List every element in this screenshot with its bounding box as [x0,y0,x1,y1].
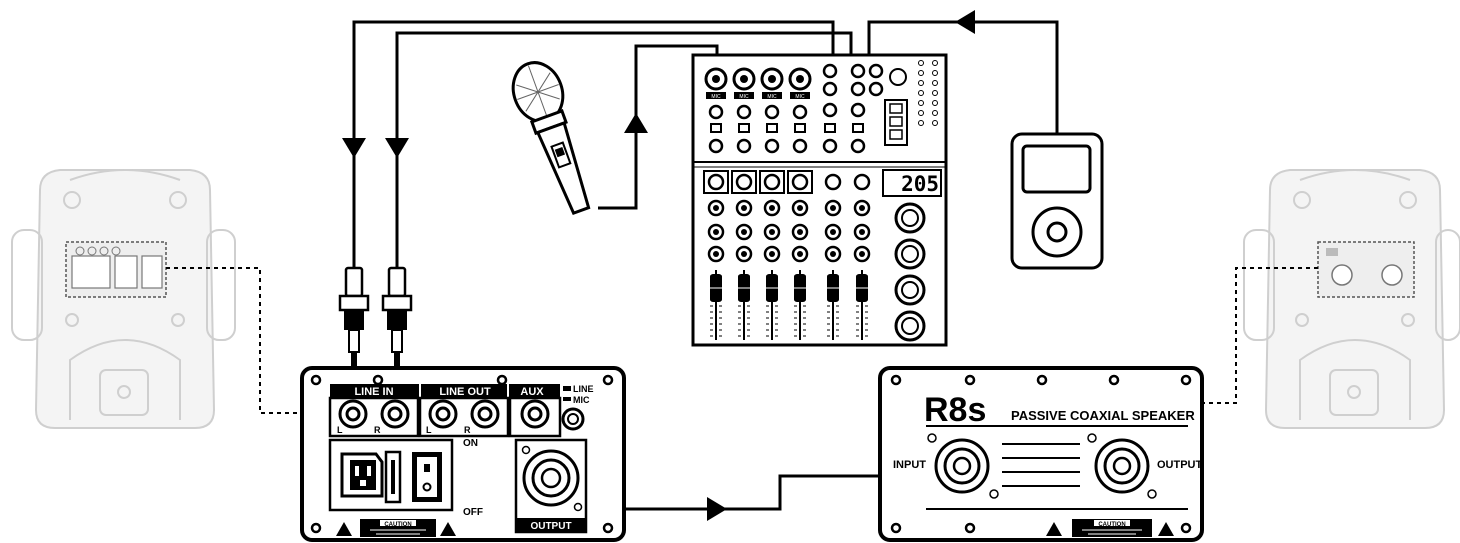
label-right-channel: R [374,425,381,435]
arrow-left-player [955,10,975,34]
label-caution: CAUTION [384,522,411,528]
passive-output-label: OUTPUT [1157,459,1203,471]
mixer-display-value: 205 [901,172,939,196]
left-speaker-rear [11,169,236,429]
mixer-mic-channel: MIC [704,67,728,154]
panel-jacks [338,399,550,429]
passive-speaker-panel: R8s PASSIVE COAXIAL SPEAKER INPUT OUTPUT… [878,366,1204,542]
cable-mic-to-mixer [598,44,719,210]
mixer-fader-strip [787,170,813,340]
arrow-down-right [385,138,409,158]
mixer-fader-strip [853,173,871,340]
mixer-mic-channel: MIC [760,67,784,154]
dotted-leaders [166,267,1318,414]
label-output: OUTPUT [530,521,571,532]
right-speaker-rear [1243,169,1460,429]
mixer-display [882,169,942,197]
active-speaker-panel: LINE IN LINE OUT AUX L R L R LINE MIC [300,366,626,542]
mixer-line-channel [850,63,866,154]
passive-panel-screws [890,374,1192,534]
passive-center-lines [1002,443,1080,487]
mixer-line-channel [822,63,838,154]
warning-triangle-icon-2 [440,522,456,536]
cables [352,20,1059,511]
mixer-fader-strip [824,173,842,340]
mixer-channel-label: MIC [711,94,721,100]
label-aux: AUX [520,386,544,398]
passive-warning-triangle-icon [1046,522,1062,536]
passive-input-label: INPUT [893,459,926,471]
label-left-channel-out: L [426,425,432,435]
jack-plug-left [338,266,370,368]
label-mic: MIC [573,395,590,405]
microphone [511,61,591,216]
arrow-right-output [707,497,727,521]
cable-output-to-passive [592,474,915,511]
passive-model: R8s [924,391,986,429]
label-on: ON [463,438,478,449]
mixer-channel-label: MIC [795,94,805,100]
arrow-up-mic [624,113,648,133]
mixer-fader-strip [731,170,757,340]
mixer-mic-channel: MIC [788,67,812,154]
panel-screws [310,374,614,534]
label-line: LINE [573,384,594,394]
warning-triangle-icon [336,522,352,536]
mixer-master-knobs [894,202,926,342]
passive-warning-triangle-icon-2 [1158,522,1174,536]
label-left-channel: L [337,425,343,435]
mixer-fader-strip [759,170,785,340]
mixer-vu-leds [918,60,938,126]
mixer-fader-strip [703,170,729,340]
mixer: MIC MIC MIC MIC 205 [691,53,948,347]
passive-caution: CAUTION [1098,522,1125,528]
label-line-out: LINE OUT [439,386,491,398]
mixer-mic-channel: MIC [732,67,756,154]
label-line-in: LINE IN [354,386,393,398]
passive-subtitle: PASSIVE COAXIAL SPEAKER [1011,408,1195,423]
jack-plug-right [381,266,413,368]
media-player [1010,132,1104,270]
arrow-down-left [342,138,366,158]
mixer-channel-label: MIC [739,94,749,100]
label-right-channel-out: R [464,425,471,435]
label-off: OFF [463,507,483,518]
cable-arrows [342,10,975,521]
mixer-channel-label: MIC [767,94,777,100]
